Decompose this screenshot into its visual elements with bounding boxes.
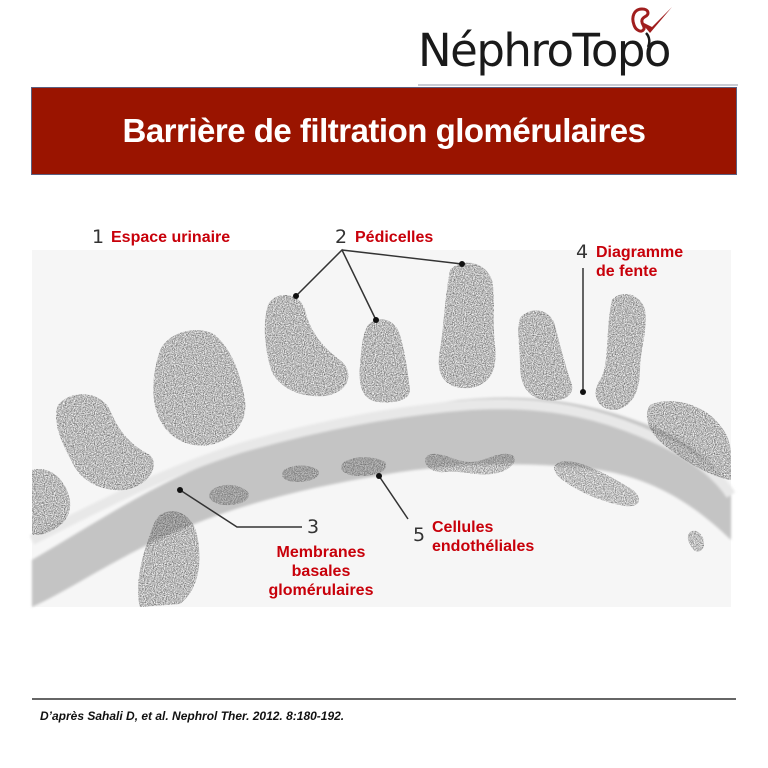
kidney-check-icon bbox=[631, 7, 672, 47]
label-number-2: 2 bbox=[335, 226, 348, 248]
label-membranes-basales: Membranes basales glomérulaires bbox=[262, 543, 380, 600]
label-line: de fente bbox=[596, 263, 658, 280]
citation: D’après Sahali D, et al. Nephrol Ther. 2… bbox=[40, 709, 345, 723]
label-pedicelles: Pédicelles bbox=[355, 229, 434, 246]
label-line: Membranes bbox=[276, 544, 366, 561]
page-title: Barrière de filtration glomérulaires bbox=[122, 112, 646, 149]
label-line: endothéliales bbox=[432, 538, 535, 555]
label-number-3: 3 bbox=[307, 516, 320, 538]
label-number-1: 1 bbox=[92, 226, 105, 248]
title-banner: Barrière de filtration glomérulaires bbox=[31, 87, 737, 175]
footer-divider bbox=[32, 698, 736, 700]
label-line: glomérulaires bbox=[268, 582, 374, 599]
logo-underline bbox=[418, 84, 738, 86]
label-line: basales bbox=[291, 563, 351, 580]
logo-text: NéphroTopo bbox=[418, 24, 671, 77]
label-line: Cellules bbox=[432, 519, 494, 536]
label-cellules-endotheliales: Cellules endothéliales bbox=[432, 518, 534, 556]
label-number-5: 5 bbox=[413, 524, 426, 546]
label-diagramme-de-fente: Diagramme de fente bbox=[596, 243, 683, 281]
label-line: Diagramme bbox=[596, 244, 684, 261]
label-number-4: 4 bbox=[576, 241, 589, 263]
label-espace-urinaire: Espace urinaire bbox=[111, 229, 231, 246]
